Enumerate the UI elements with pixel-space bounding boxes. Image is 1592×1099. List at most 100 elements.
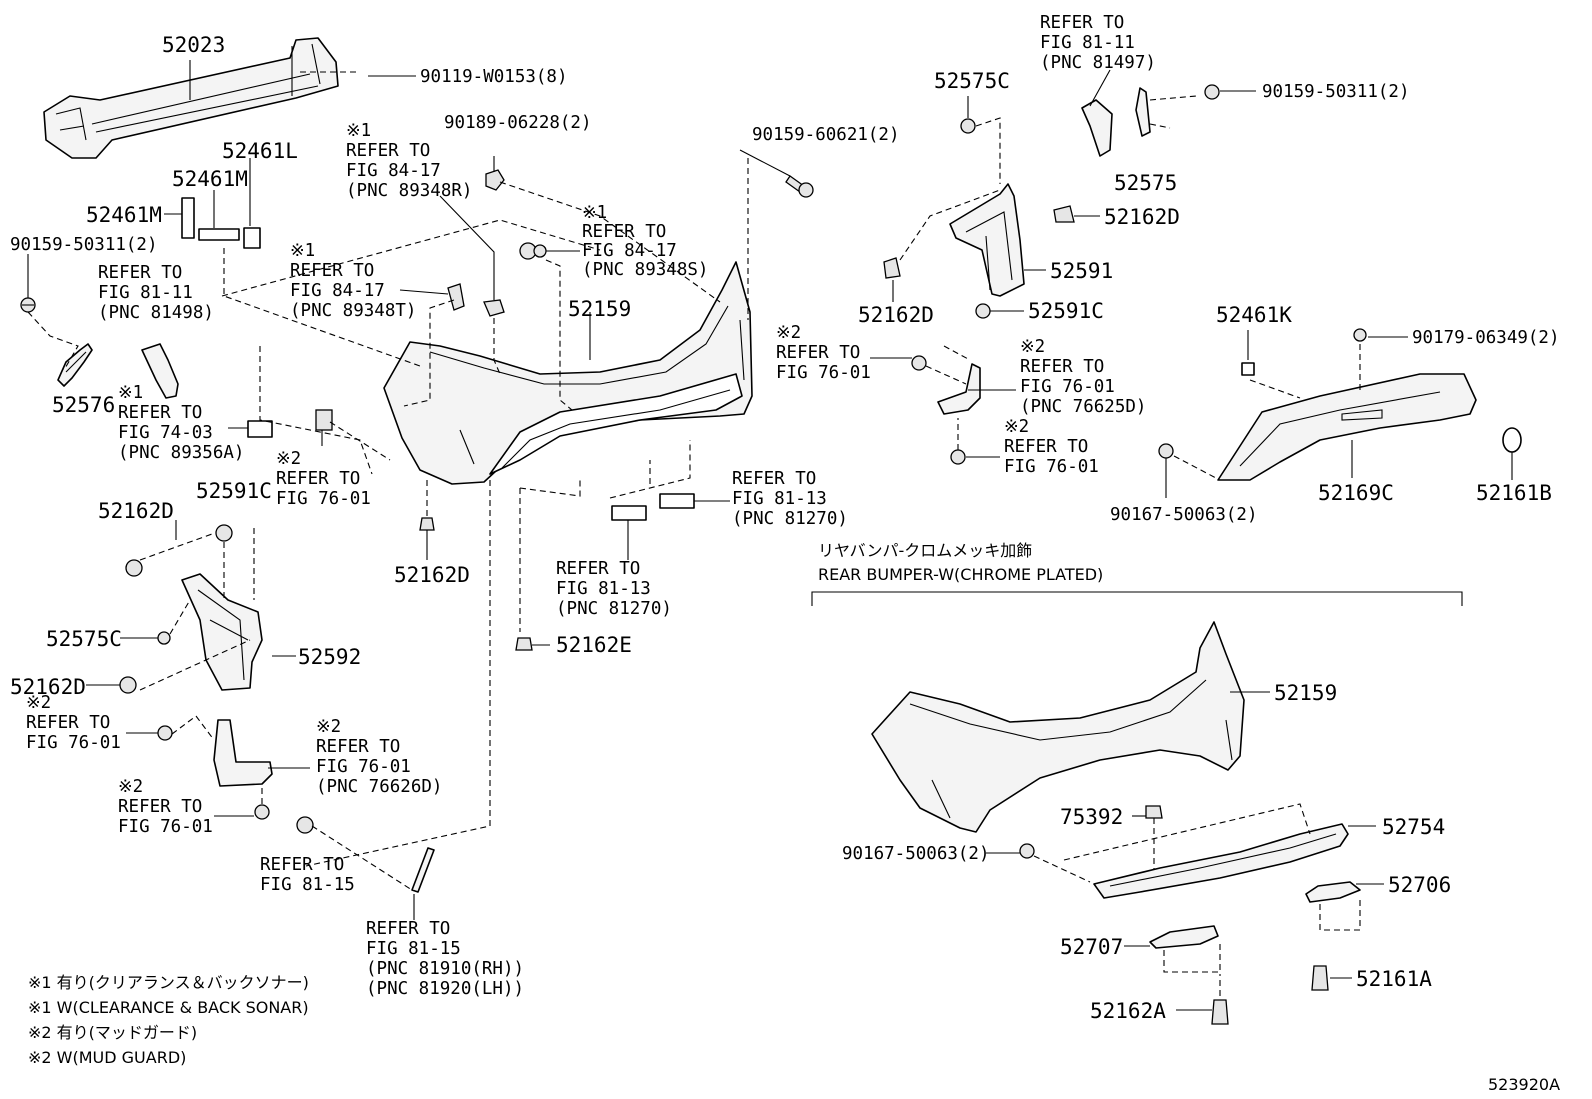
- part-number-labels: 52023 90119-W0153(8) 52461L 52461M 52461…: [10, 33, 1560, 1023]
- license-lamp-a: [611, 505, 647, 521]
- mudguard-left: [213, 719, 273, 787]
- label-52159-main: 52159: [568, 297, 631, 321]
- ref-81-15-b: REFER TO FIG 81-15 (PNC 81910(RH)) (PNC …: [366, 919, 535, 999]
- mudguard-right: [937, 363, 981, 415]
- sonar-sensor-76-01-icon: [315, 409, 333, 431]
- sensor-89348t-icon: [447, 283, 465, 311]
- sonar-pad-89356a: [247, 420, 273, 438]
- section-bracket: [811, 591, 1463, 606]
- label-52162d-right-a: 52162D: [1104, 205, 1180, 229]
- bracket-52592: [181, 573, 263, 691]
- bracket-52591: [949, 183, 1025, 297]
- label-52162d-left-b: 52162D: [10, 675, 86, 699]
- section-title-jp: リヤバンパ-クロムメッキ加飾: [818, 541, 1032, 560]
- label-90179: 90179-06349(2): [1412, 328, 1560, 348]
- clip-52162d-left-b-icon: [119, 676, 137, 694]
- nut-90159-right-icon: [1204, 84, 1220, 100]
- clip-52162d-right-b-icon: [883, 257, 901, 279]
- nut-90167-upper-icon: [1158, 443, 1174, 459]
- ref-76-01-left-b: ※2 REFER TO FIG 76-01 (PNC 76626D): [316, 717, 442, 797]
- label-52461l: 52461L: [222, 139, 298, 163]
- chrome-garnish-52754: [1093, 823, 1349, 899]
- label-52461m-a: 52461M: [172, 167, 248, 191]
- ref-84-17-t: ※1 REFER TO FIG 84-17 (PNC 89348T): [290, 241, 416, 321]
- retainer-52575: [1135, 87, 1151, 137]
- lower-garnish-52169c: [1217, 373, 1477, 481]
- ref-81-11-left: REFER TO FIG 81-11 (PNC 81498): [98, 263, 214, 323]
- clip-75392-icon: [1145, 805, 1163, 819]
- clip-52162e-icon: [515, 637, 533, 651]
- cap-52161b: [1502, 427, 1522, 453]
- clip-89348r-icon: [483, 299, 505, 317]
- clip-52591c-right-icon: [975, 303, 991, 319]
- sensor-89348s-icon: [519, 242, 547, 260]
- label-52591c-left: 52591C: [196, 479, 272, 503]
- reflector-81498: [141, 343, 179, 399]
- ref-81-13-upper: REFER TO FIG 81-13 (PNC 81270): [732, 469, 848, 529]
- legend-line-3: ※2 有り(マッドガード): [28, 1023, 197, 1042]
- label-90167-lower: 90167-50063(2): [842, 844, 990, 864]
- label-52707: 52707: [1060, 935, 1123, 959]
- label-52576: 52576: [52, 393, 115, 417]
- label-75392: 75392: [1060, 805, 1123, 829]
- ref-81-13-lower: REFER TO FIG 81-13 (PNC 81270): [556, 559, 672, 619]
- ref-76-01-left-a: ※2 REFER TO FIG 76-01: [26, 693, 121, 753]
- label-52162e: 52162E: [556, 633, 632, 657]
- bracket-52576: [57, 343, 93, 387]
- clip-52162d-left-a-icon: [125, 559, 143, 577]
- clip-52575c-right-icon: [960, 118, 976, 134]
- ref-76-01-right-c: ※2 REFER TO FIG 76-01: [1004, 417, 1099, 477]
- bolt-76-01-right-a-icon: [911, 355, 927, 371]
- label-52591c-right: 52591C: [1028, 299, 1104, 323]
- label-52023: 52023: [162, 33, 225, 57]
- leader-lines: [27, 60, 1513, 1011]
- legend: ※1 有り(クリアランス＆バックソナー) ※1 W(CLEARANCE & BA…: [28, 973, 309, 1067]
- clip-52162d-right-a-icon: [1053, 205, 1075, 223]
- ref-81-11-right: REFER TO FIG 81-11 (PNC 81497): [1040, 13, 1156, 73]
- label-90167-upper: 90167-50063(2): [1110, 505, 1258, 525]
- label-52575c-left: 52575C: [46, 627, 122, 651]
- label-52461k: 52461K: [1216, 303, 1292, 327]
- label-52161a: 52161A: [1356, 967, 1432, 991]
- rear-bumper-chrome-52159: [871, 621, 1245, 833]
- reinforcement-beam-52023: [43, 37, 339, 159]
- label-52162d-right-b: 52162D: [858, 303, 934, 327]
- screw-90159-60621-icon: [785, 175, 814, 198]
- label-90159-50311-left: 90159-50311(2): [10, 235, 158, 255]
- reflector-81910: [411, 847, 435, 893]
- ref-84-17-r: ※1 REFER TO FIG 84-17 (PNC 89348R): [346, 121, 472, 201]
- nut-81-15-icon: [296, 816, 314, 834]
- reflector-52707: [1149, 925, 1219, 949]
- clip-52161a-icon: [1311, 965, 1329, 991]
- ref-76-01-center: ※2 REFER TO FIG 76-01: [276, 449, 371, 509]
- legend-line-4: ※2 W(MUD GUARD): [28, 1048, 186, 1067]
- label-52706: 52706: [1388, 873, 1451, 897]
- label-52161b: 52161B: [1476, 481, 1552, 505]
- label-90119: 90119-W0153(8): [420, 67, 568, 87]
- bolt-76-01-right-c-icon: [950, 449, 966, 465]
- figure-code: 523920A: [1488, 1075, 1560, 1094]
- ref-74-03: ※1 REFER TO FIG 74-03 (PNC 89356A): [118, 383, 244, 463]
- label-52591: 52591: [1050, 259, 1113, 283]
- label-52575: 52575: [1114, 171, 1177, 195]
- label-52159-chrome: 52159: [1274, 681, 1337, 705]
- ref-76-01-left-c: ※2 REFER TO FIG 76-01: [118, 777, 213, 837]
- reflector-81497: [1081, 99, 1113, 157]
- label-52754: 52754: [1382, 815, 1445, 839]
- clip-52162a-icon: [1211, 999, 1229, 1025]
- ref-76-01-right-b: ※2 REFER TO FIG 76-01 (PNC 76625D): [1020, 337, 1146, 417]
- rear-bumper-cover-52159: [383, 261, 753, 485]
- clip-52162d-center-icon: [419, 517, 435, 540]
- reference-labels: ※1 REFER TO FIG 84-17 (PNC 89348R) ※1 RE…: [26, 13, 1156, 999]
- clip-52591c-left-icon: [215, 524, 233, 542]
- license-lamp-b: [659, 493, 695, 509]
- ref-84-17-s: ※1 REFER TO FIG 84-17 (PNC 89348S): [582, 203, 708, 280]
- pad-52461m-a: [181, 197, 195, 239]
- label-52592: 52592: [298, 645, 361, 669]
- label-52162a: 52162A: [1090, 999, 1166, 1023]
- label-52162d-left-a: 52162D: [98, 499, 174, 523]
- clip-90189-icon: [485, 169, 505, 191]
- legend-line-2: ※1 W(CLEARANCE & BACK SONAR): [28, 998, 309, 1017]
- bolt-76-01-left-a-icon: [157, 725, 173, 741]
